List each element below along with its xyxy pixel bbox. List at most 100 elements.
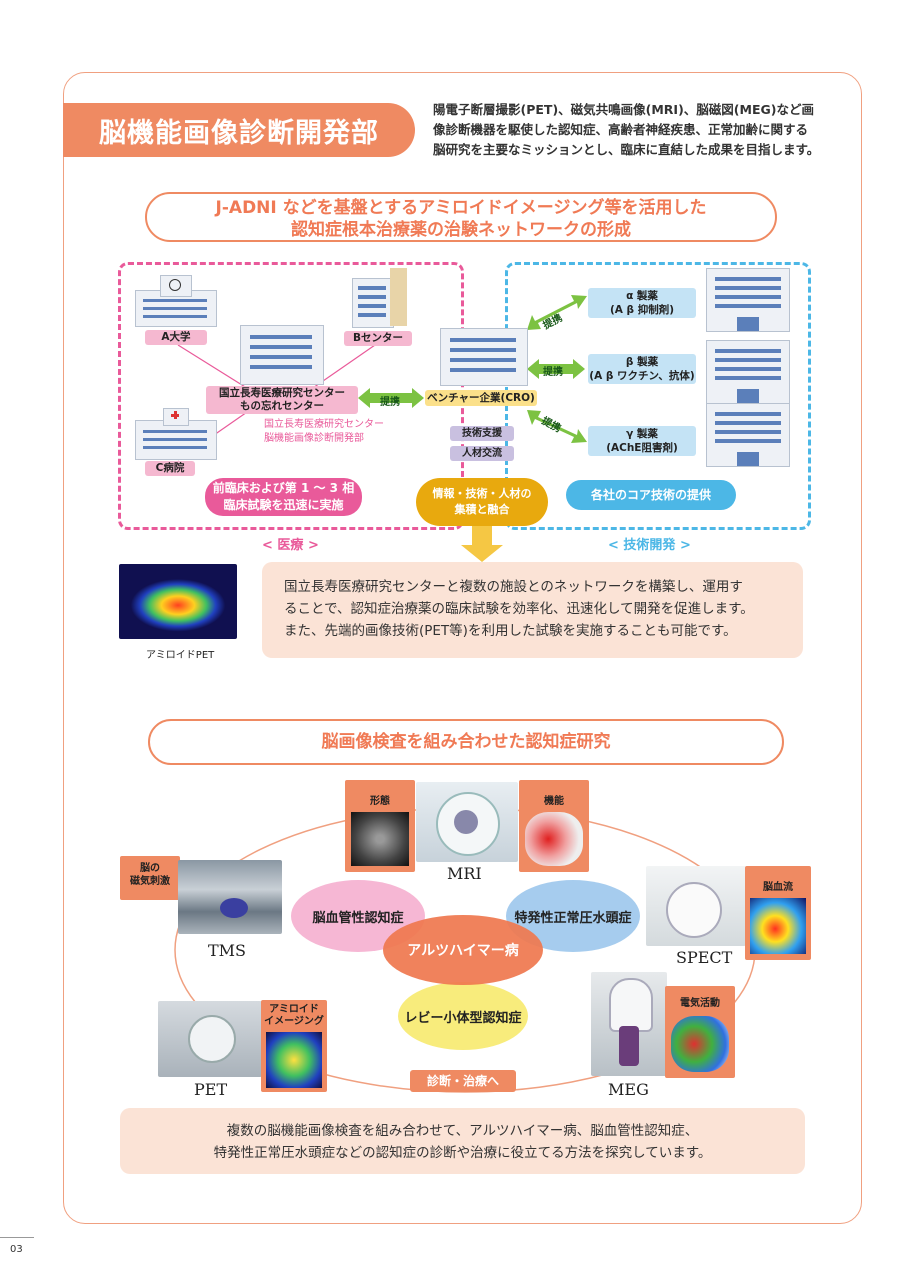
function-tag-label: 機能	[544, 796, 564, 807]
intro-line: 脳研究を主要なミッションとし、臨床に直結した成果を目指します。	[433, 142, 820, 157]
pharma-alpha-building	[706, 268, 790, 332]
arrow-ncgg-cro	[358, 388, 424, 408]
heading-line: J-ADNI などを基盤とするアミロイドイメージング等を活用した	[215, 198, 707, 218]
lewy-bubble: レビー小体型認知症	[398, 982, 528, 1050]
meg-brain-image	[671, 1016, 729, 1072]
mri-brain-form-image	[351, 812, 409, 866]
blood-flow-tag: 脳血流	[745, 866, 811, 960]
magnetic-tag: 脳の 磁気刺激	[120, 856, 180, 900]
amyloid-line: イメージング	[264, 1016, 324, 1027]
magnetic-line: 脳の	[140, 863, 160, 874]
amyloid-line: アミロイド	[269, 1004, 319, 1015]
pet-brain-image	[266, 1032, 322, 1088]
arrow-gamma	[527, 410, 587, 443]
ncgg-sub-line: 国立長寿医療研究センター	[264, 419, 384, 430]
description-line: 国立長寿医療研究センターと複数の施設とのネットワークを構築し、運用す	[284, 579, 743, 595]
function-tag: 機能	[519, 780, 589, 872]
pharma-beta-label: β 製薬 (A β ワクチン、抗体)	[588, 354, 696, 384]
partner-arrows	[358, 295, 587, 443]
description-line: 複数の脳機能画像検査を組み合わせて、アルツハイマー病、脳血管性認知症、	[226, 1123, 699, 1139]
spect-brain-image	[750, 898, 806, 954]
blood-flow-tag-label: 脳血流	[763, 882, 793, 893]
staff-exchange-label: 人材交流	[450, 446, 514, 461]
ncgg-sub-label: 国立長寿医療研究センター 脳機能画像診断開発部	[264, 418, 384, 446]
b-center-label: Bセンター	[344, 331, 412, 346]
line-a-univ	[177, 344, 251, 391]
pharma-name: γ 製薬	[626, 428, 658, 440]
tms-caption: TMS	[208, 941, 247, 960]
section2-heading: 脳画像検査を組み合わせた認知症研究	[148, 719, 784, 765]
pharma-alpha-label: α 製薬 (A β 抑制剤)	[588, 288, 696, 318]
tech-support-label: 技術支援	[450, 426, 514, 441]
ncgg-line: 国立長寿医療研究センター	[219, 387, 345, 399]
c-hospital-building	[135, 408, 217, 460]
pharma-beta-building	[706, 340, 790, 404]
pharma-name: β 製薬	[625, 356, 659, 368]
ncgg-building	[240, 325, 324, 385]
pharma-sub: (A β 抑制剤)	[609, 304, 675, 316]
description-line: また、先端的画像技術(PET等)を利用した試験を実施することも可能です。	[284, 623, 737, 639]
page-number: 03	[10, 1244, 23, 1255]
pharma-gamma-building	[706, 403, 790, 467]
arrow-beta	[527, 359, 585, 379]
mri-scanner-image	[416, 782, 518, 862]
page-frame	[63, 72, 862, 1224]
description-line: 特発性正常圧水頭症などの認知症の診断や治療に役立てる方法を探究しています。	[213, 1145, 712, 1161]
pharma-name: α 製薬	[626, 290, 658, 302]
partner-label-beta: 提携	[543, 367, 563, 378]
research-description: 複数の脳機能画像検査を組み合わせて、アルツハイマー病、脳血管性認知症、 特発性正…	[120, 1108, 805, 1174]
pharma-gamma-label: γ 製薬 (AChE阻害剤)	[588, 426, 696, 456]
mri-brain-function-image	[525, 812, 583, 866]
page-title: 脳機能画像診断開発部	[63, 103, 415, 157]
pharma-sub: (A β ワクチン、抗体)	[589, 370, 695, 382]
page-number-rule	[0, 1237, 34, 1238]
meg-caption: MEG	[608, 1080, 649, 1099]
electric-tag-label: 電気活動	[680, 998, 720, 1009]
fusion-line: 情報・技術・人材の	[432, 487, 532, 500]
mri-caption: MRI	[447, 864, 482, 883]
diagnosis-treatment-label: 診断・治療へ	[410, 1070, 516, 1092]
clock-icon	[169, 279, 181, 291]
intro-text: 陽電子断層撮影(PET)、磁気共鳴画像(MRI)、脳磁図(MEG)など画 像診断…	[433, 100, 843, 160]
form-tag: 形態	[345, 780, 415, 872]
meg-scanner-image	[591, 972, 667, 1076]
ncgg-label: 国立長寿医療研究センター もの忘れセンター	[206, 386, 358, 414]
fusion-line: 集積と融合	[454, 503, 510, 516]
pet-caption: アミロイドPET	[146, 650, 215, 661]
a-university-label: A大学	[145, 330, 207, 345]
pharma-sub: (AChE阻害剤)	[606, 442, 678, 454]
fusion-badge: 情報・技術・人材の 集積と融合	[416, 478, 548, 526]
alzheimer-bubble: アルツハイマー病	[383, 915, 543, 985]
ncgg-sub-line: 脳機能画像診断開発部	[264, 433, 364, 444]
network-description: 国立長寿医療研究センターと複数の施設とのネットワークを構築し、運用す ることで、…	[262, 562, 803, 658]
arrow-alpha	[527, 295, 587, 330]
form-tag-label: 形態	[370, 796, 390, 807]
amyloid-pet-image	[119, 564, 237, 639]
partner-label: 提携	[380, 397, 400, 408]
venture-label: ベンチャー企業(CRO)	[425, 390, 537, 406]
clinical-trials-badge: 前臨床および第 1 ～ 3 相 臨床試験を迅速に実施	[205, 478, 362, 516]
medical-label: < 医療 >	[262, 538, 319, 553]
clinical-line: 臨床試験を迅速に実施	[223, 498, 344, 512]
clinical-line: 前臨床および第 1 ～ 3 相	[212, 481, 355, 495]
amyloid-imaging-tag: アミロイド イメージング	[261, 1000, 327, 1092]
pet-caption-s2: PET	[194, 1080, 228, 1099]
electric-tag: 電気活動	[665, 986, 735, 1078]
pet-scanner-image	[158, 1001, 262, 1077]
section1-heading: J-ADNI などを基盤とするアミロイドイメージング等を活用した 認知症根本治療…	[145, 192, 777, 242]
heading-line: 認知症根本治療薬の治験ネットワークの形成	[291, 220, 631, 240]
core-tech-badge: 各社のコア技術の提供	[566, 480, 736, 510]
spect-scanner-image	[646, 866, 746, 946]
intro-line: 像診断機器を駆使した認知症、高齢者神経疾患、正常加齢に関する	[433, 122, 809, 137]
spect-caption: SPECT	[676, 948, 733, 967]
magnetic-line: 磁気刺激	[130, 876, 170, 887]
hospital-cross-icon	[171, 411, 179, 419]
cro-building	[440, 328, 528, 386]
down-arrow	[461, 525, 503, 562]
tms-device-image	[178, 860, 282, 934]
description-line: ることで、認知症治療薬の臨床試験を効率化、迅速化して開発を促進します。	[284, 601, 754, 617]
b-center-building	[352, 268, 407, 328]
intro-line: 陽電子断層撮影(PET)、磁気共鳴画像(MRI)、脳磁図(MEG)など画	[433, 102, 814, 117]
a-university-building	[135, 275, 217, 327]
c-hospital-label: C病院	[145, 461, 195, 476]
